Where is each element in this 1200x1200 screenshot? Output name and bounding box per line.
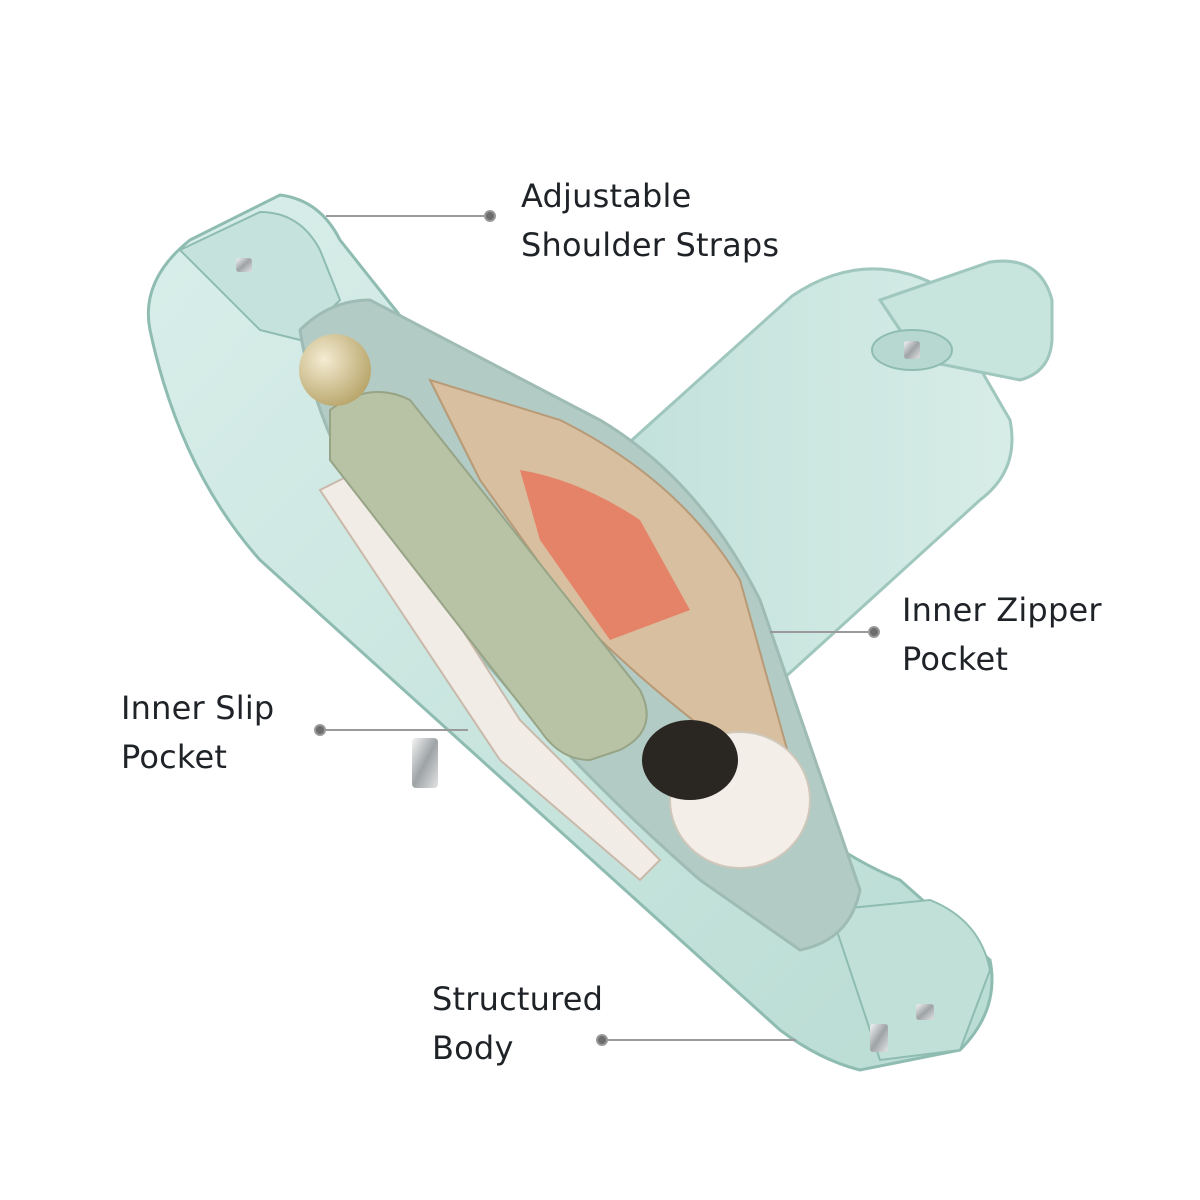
callout-line: Shoulder Straps: [521, 226, 780, 264]
umbrella: [299, 334, 648, 762]
callout-line: Pocket: [902, 640, 1009, 678]
leader-lines: [314, 210, 880, 1046]
callout-line: Structured: [432, 980, 604, 1018]
callout-line: Inner Zipper: [902, 591, 1102, 629]
callout-line: Body: [432, 1029, 514, 1067]
callout-inner-zipper-pocket: Inner Zipper Pocket: [902, 586, 1102, 684]
callout-line: Adjustable: [521, 177, 692, 215]
callout-line: Pocket: [121, 738, 228, 776]
callout-inner-slip-pocket: Inner Slip Pocket: [121, 684, 274, 782]
callout-line: Inner Slip: [121, 689, 275, 727]
bag-interior: [298, 298, 862, 952]
callout-structured-body: Structured Body: [432, 975, 603, 1073]
callout-adjustable-shoulder-straps: Adjustable Shoulder Straps: [521, 172, 779, 270]
